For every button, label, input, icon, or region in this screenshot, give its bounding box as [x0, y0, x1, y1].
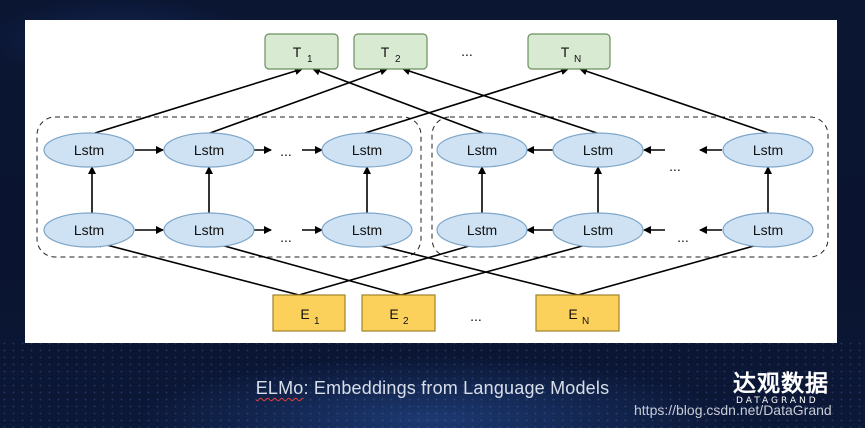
- output-token-tn: T N: [527, 33, 611, 70]
- lstm-forward-top-2: Lstm: [163, 132, 255, 168]
- svg-text:Lstm: Lstm: [74, 142, 104, 158]
- input-embedding-e1: E 1: [272, 294, 346, 332]
- svg-text:Lstm: Lstm: [194, 142, 224, 158]
- slide-caption: ELMo: Embeddings from Language Models: [0, 378, 865, 399]
- svg-text:Lstm: Lstm: [352, 142, 382, 158]
- svg-text:Lstm: Lstm: [753, 222, 783, 238]
- output-token-t1: T 1: [264, 33, 339, 70]
- elmo-architecture-diagram: T 1 T 2 ... T N Lstm Lstm ... Lstm: [36, 33, 829, 332]
- svg-text:N: N: [582, 316, 589, 327]
- output-token-t2: T 2: [353, 33, 428, 70]
- svg-text:Lstm: Lstm: [194, 222, 224, 238]
- input-ellipsis: ...: [470, 308, 482, 324]
- svg-text:T: T: [293, 44, 302, 60]
- svg-text:1: 1: [307, 54, 313, 65]
- brand-logo-text: 达观数据: [733, 371, 829, 397]
- output-ellipsis: ...: [461, 43, 473, 59]
- lstm-forward-top-1: Lstm: [43, 132, 135, 168]
- source-url-watermark: https://blog.csdn.net/DataGrand: [634, 402, 832, 418]
- backward-bottom-ellipsis: ...: [677, 229, 689, 245]
- forward-lstm-group: [36, 116, 422, 258]
- svg-text:Lstm: Lstm: [467, 142, 497, 158]
- lstm-backward-bottom-n: Lstm: [722, 212, 814, 248]
- connections: [88, 67, 772, 296]
- input-embedding-e2: E 2: [361, 294, 436, 332]
- svg-text:T: T: [381, 44, 390, 60]
- svg-text:Lstm: Lstm: [583, 222, 613, 238]
- svg-text:Lstm: Lstm: [467, 222, 497, 238]
- backward-lstm-group: [431, 116, 829, 258]
- caption-rest: : Embeddings from Language Models: [303, 378, 610, 398]
- lstm-backward-top-2: Lstm: [552, 132, 644, 168]
- svg-text:Lstm: Lstm: [352, 222, 382, 238]
- svg-text:N: N: [574, 54, 581, 65]
- lstm-forward-bottom-2: Lstm: [163, 212, 255, 248]
- forward-bottom-ellipsis: ...: [280, 229, 292, 245]
- lstm-backward-top-n: Lstm: [722, 132, 814, 168]
- elmo-diagram-slide: T 1 T 2 ... T N Lstm Lstm ... Lstm: [25, 20, 837, 343]
- svg-text:T: T: [561, 44, 570, 60]
- lstm-forward-bottom-n: Lstm: [321, 212, 413, 248]
- svg-text:Lstm: Lstm: [74, 222, 104, 238]
- svg-text:Lstm: Lstm: [753, 142, 783, 158]
- background-dot-pattern: [0, 340, 865, 428]
- svg-text:2: 2: [403, 316, 409, 327]
- forward-top-ellipsis: ...: [280, 143, 292, 159]
- svg-text:E: E: [300, 306, 309, 322]
- lstm-backward-bottom-1: Lstm: [436, 212, 528, 248]
- lstm-forward-top-n: Lstm: [321, 132, 413, 168]
- svg-text:E: E: [568, 306, 577, 322]
- svg-text:2: 2: [395, 54, 401, 65]
- brand-logo-subtext: DATAGRAND: [736, 396, 819, 406]
- backward-top-ellipsis: ...: [669, 158, 681, 174]
- svg-text:1: 1: [314, 316, 320, 327]
- lstm-forward-bottom-1: Lstm: [43, 212, 135, 248]
- lstm-backward-top-1: Lstm: [436, 132, 528, 168]
- lstm-backward-bottom-2: Lstm: [552, 212, 644, 248]
- svg-text:Lstm: Lstm: [583, 142, 613, 158]
- caption-elmo-word: ELMo: [255, 378, 304, 398]
- input-embedding-en: E N: [535, 294, 620, 332]
- svg-text:E: E: [389, 306, 398, 322]
